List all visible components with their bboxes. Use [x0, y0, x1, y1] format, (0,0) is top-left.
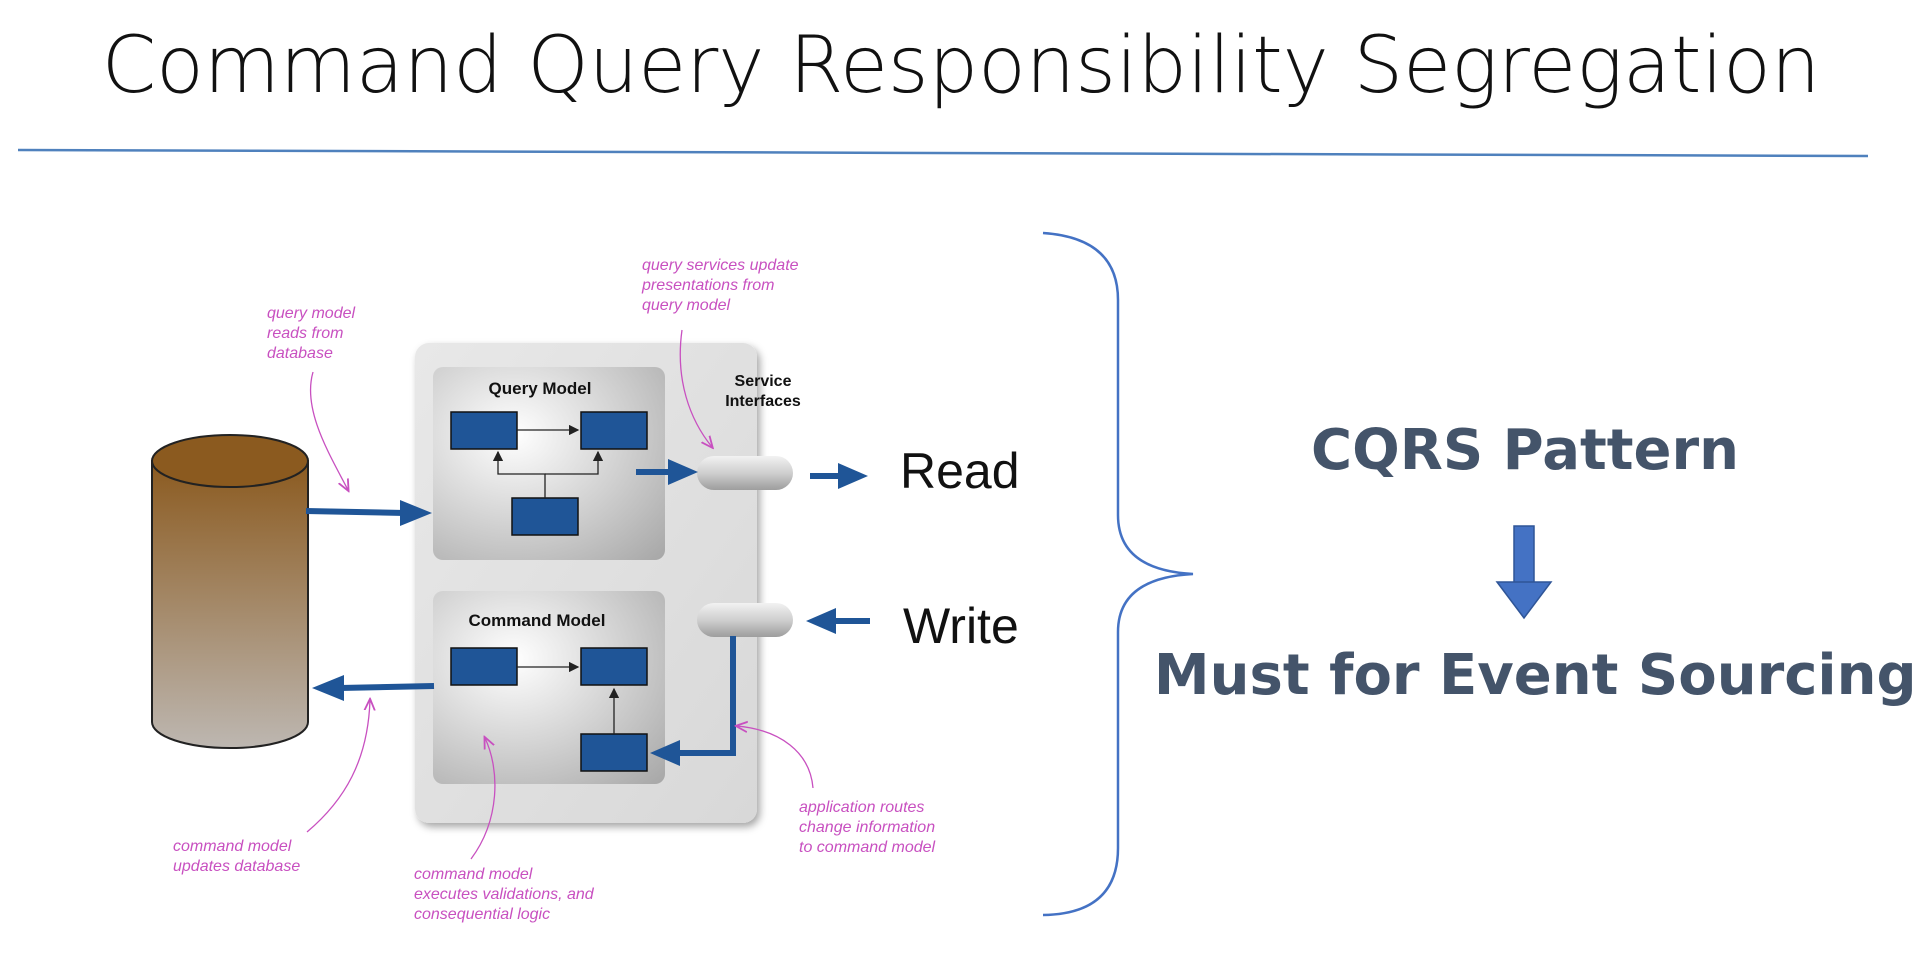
- interface-to-read-arrow: [810, 463, 868, 489]
- read-interface-pill: [697, 456, 793, 490]
- title-divider: [17, 148, 1869, 158]
- annotation-line: updates database: [173, 858, 300, 875]
- annotation-line: presentations from: [641, 277, 775, 294]
- thin-arrow: [545, 450, 604, 475]
- page-title: Command Query Responsibility Segregation: [102, 21, 1821, 111]
- service-interfaces-label-line1: Service: [735, 373, 792, 390]
- command-model-panel: Command Model: [433, 591, 665, 784]
- annotation-line: application routes: [799, 799, 924, 816]
- annotation-leader: [470, 738, 496, 860]
- query-model-box: [511, 497, 579, 536]
- curly-brace: [1042, 231, 1194, 917]
- query-to-interface-arrow: [636, 459, 698, 485]
- annotation-line: database: [267, 345, 333, 362]
- down-arrow-icon: [1495, 525, 1553, 620]
- thin-arrow: [492, 450, 546, 498]
- interface-to-command-arrow: [650, 636, 736, 766]
- annotation-line: query services update: [642, 257, 799, 274]
- query-model-box: [450, 411, 518, 450]
- query-model-panel: Query Model: [433, 367, 665, 560]
- write-label: Write: [903, 598, 1019, 654]
- event-sourcing-conclusion: Must for Event Sourcing!: [1154, 643, 1922, 708]
- annotation-app-routes: application routes change information to…: [799, 799, 936, 856]
- annotation-line: to command model: [799, 839, 936, 856]
- command-model-box: [450, 647, 518, 686]
- annotation-line: query model: [642, 297, 730, 314]
- annotation-leader: [306, 700, 370, 833]
- db-to-query-arrow: [305, 500, 432, 526]
- annotation-line: consequential logic: [414, 906, 550, 923]
- annotation-leader: [309, 371, 348, 490]
- annotation-line: command model: [414, 866, 533, 883]
- cqrs-pattern-label: CQRS Pattern: [1311, 418, 1739, 483]
- query-model-box: [580, 411, 648, 450]
- annotation-leader: [679, 329, 712, 447]
- annotation-line: query model: [267, 305, 355, 322]
- annotation-query-services: query services update presentations from…: [641, 257, 799, 314]
- command-model-box: [580, 733, 648, 772]
- service-interfaces-label-line2: Interfaces: [725, 393, 801, 410]
- annotation-query-reads: query model reads from database: [267, 305, 355, 362]
- command-model-box: [580, 647, 648, 686]
- annotation-line: reads from: [267, 325, 343, 342]
- read-label: Read: [900, 443, 1020, 499]
- annotation-line: executes validations, and: [414, 886, 595, 903]
- annotation-command-updates: command model updates database: [173, 838, 300, 875]
- annotation-leader: [737, 726, 814, 789]
- query-model-label: Query Model: [489, 379, 592, 398]
- write-to-interface-arrow: [806, 608, 870, 634]
- command-model-label: Command Model: [469, 611, 606, 630]
- database-cylinder: [151, 434, 309, 749]
- write-interface-pill: [697, 603, 793, 637]
- annotation-line: command model: [173, 838, 292, 855]
- annotation-line: change information: [799, 819, 935, 836]
- command-to-db-arrow: [312, 675, 435, 701]
- annotation-command-executes: command model executes validations, and …: [414, 866, 595, 923]
